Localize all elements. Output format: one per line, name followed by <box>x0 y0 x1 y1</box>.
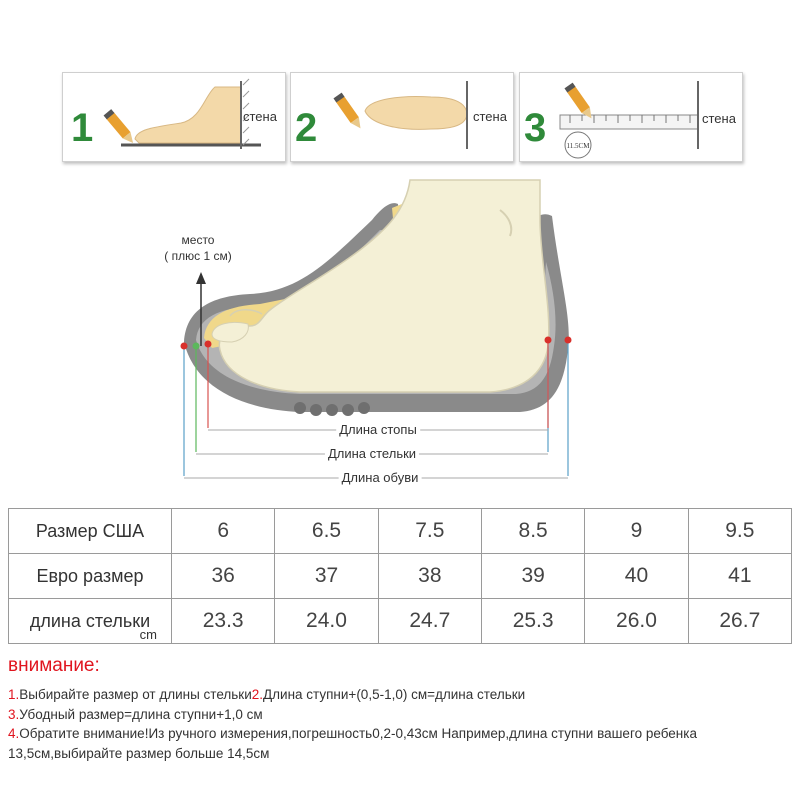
shoe-foot-illustration <box>180 179 572 479</box>
size-table-cell: 41 <box>687 553 793 599</box>
size-table-cell: 36 <box>170 553 276 599</box>
notice-title: внимание: <box>8 655 100 676</box>
step-3-illustration: 3 11.5CM <box>524 81 699 159</box>
size-table-cell: 23.3 <box>170 598 276 644</box>
step-3-panel: 3 11.5CM стена <box>519 72 743 162</box>
size-table-row-header: Размер США <box>8 508 172 554</box>
note-line-2: 3.Убодный размер=длина ступни+1,0 см <box>8 706 263 722</box>
size-table-cell: 9 <box>584 508 689 554</box>
size-table-cell: 37 <box>274 553 379 599</box>
step-1-wall-label: стена <box>243 109 277 124</box>
insole-length-label: Длина стельки <box>324 446 420 461</box>
size-table-cell: 25.3 <box>480 598 586 644</box>
step-3-wall-label: стена <box>702 111 736 126</box>
size-table-cell: 24.7 <box>377 598 482 644</box>
size-table-cell: 24.0 <box>274 598 379 644</box>
size-table-cell: 38 <box>377 553 482 599</box>
note-line-1: 1.Выбирайте размер от длины стельки2.Дли… <box>8 687 526 702</box>
size-table-cell: 6.5 <box>274 508 379 554</box>
step-2-panel: 2 стена <box>290 72 514 162</box>
size-table-cell: 40 <box>584 553 689 599</box>
size-table-cell: 7.5 <box>377 508 482 554</box>
notice-notes: 1.Выбирайте размер от длины стельки2.Дли… <box>8 685 798 763</box>
extra-space-label: место ( плюс 1 см) <box>164 233 232 263</box>
size-table-cell: 39 <box>480 553 586 599</box>
size-table-cell: 26.0 <box>584 598 689 644</box>
step-1-number: 1 <box>71 106 93 150</box>
size-table-cell: 26.7 <box>687 598 793 644</box>
step-2-wall-label: стена <box>473 109 507 124</box>
step-3-ruler-label: 11.5CM <box>567 142 591 150</box>
foot-length-label: Длина стопы <box>336 422 420 437</box>
shoe-length-label: Длина обуви <box>338 470 422 485</box>
step-2-illustration: 2 <box>295 81 468 150</box>
shoe-measurement-diagram: место ( плюс 1 см) Длина стопы Длина сте… <box>0 170 800 500</box>
size-table-unit: cm <box>139 627 157 642</box>
size-table-cell: 9.5 <box>687 508 793 554</box>
size-table-cell: 6 <box>170 508 276 554</box>
note-line-3: 4.Обратите внимание!Из ручного измерения… <box>8 726 697 761</box>
step-2-number: 2 <box>295 106 317 150</box>
step-3-number: 3 <box>524 106 546 150</box>
step-1-illustration: 1 <box>71 78 261 150</box>
step-1-panel: 1 стена <box>62 72 286 162</box>
size-table-row-header: Евро размер <box>8 553 172 599</box>
size-table-cell: 8.5 <box>480 508 586 554</box>
